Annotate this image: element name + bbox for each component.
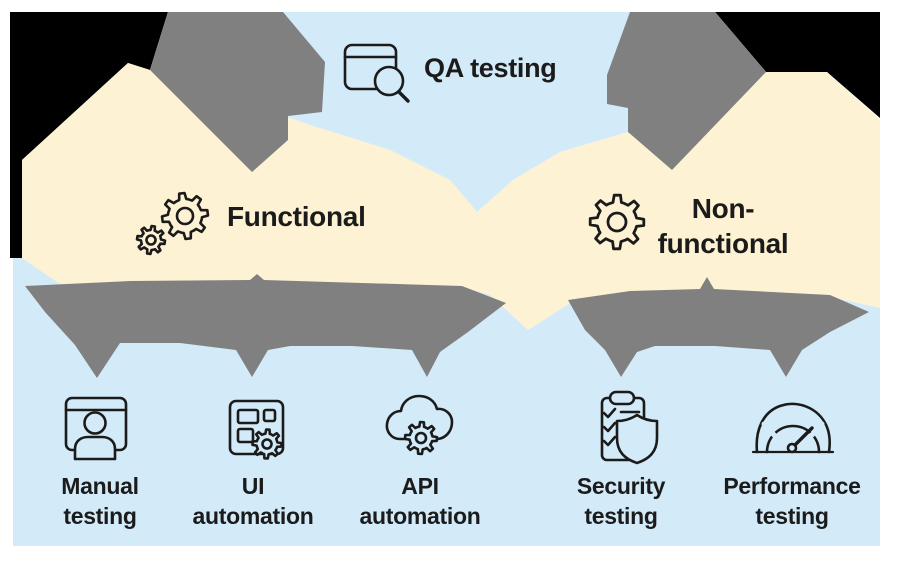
- manual-testing-line1: Manual: [61, 473, 139, 499]
- ui-automation-label: UI automation: [193, 471, 314, 531]
- gear-icon: [588, 193, 646, 251]
- background-top-left: [10, 12, 168, 258]
- speedometer-icon: [751, 402, 835, 454]
- arrow-qa-to-nonfunctional: [607, 12, 766, 170]
- manual-testing-label: Manual testing: [61, 471, 139, 531]
- qa-testing-label: QA testing: [424, 53, 557, 83]
- wireframe-gear-icon: [228, 399, 285, 460]
- double-gear-icon: [135, 191, 210, 256]
- ui-automation-line1: UI: [241, 473, 265, 499]
- browser-search-icon: [343, 43, 410, 103]
- connector-nonfunctional-branches: [568, 277, 869, 377]
- api-automation-line1: API: [401, 473, 439, 499]
- api-automation-label: API automation: [360, 471, 481, 531]
- security-testing-label: Security testing: [576, 471, 666, 531]
- security-testing-line2: testing: [584, 503, 658, 529]
- connector-functional-branches: [25, 274, 506, 378]
- performance-testing-line2: testing: [755, 503, 829, 529]
- background-top-right: [715, 12, 880, 118]
- nonfunctional-label: Non- functional: [658, 191, 789, 261]
- ui-automation-line2: automation: [192, 503, 314, 529]
- arrow-qa-to-functional: [150, 12, 325, 172]
- performance-testing-label: Performance testing: [723, 471, 861, 531]
- nonfunctional-label-line2: functional: [657, 228, 789, 259]
- security-testing-line1: Security: [576, 473, 666, 499]
- manual-testing-line2: testing: [63, 503, 137, 529]
- performance-testing-line1: Performance: [723, 473, 861, 499]
- browser-user-icon: [64, 396, 128, 461]
- cloud-gear-icon: [385, 394, 454, 456]
- clipboard-shield-icon: [600, 390, 659, 465]
- api-automation-line2: automation: [359, 503, 481, 529]
- functional-label: Functional: [227, 201, 366, 232]
- nonfunctional-label-line1: Non-: [691, 193, 755, 224]
